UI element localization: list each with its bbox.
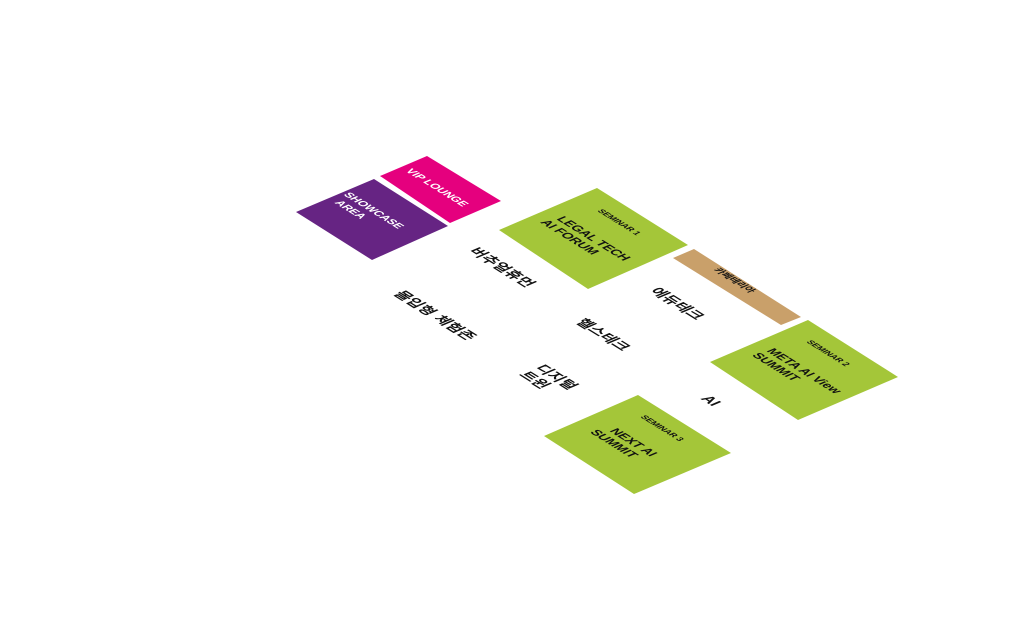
zone-seminar-3-tile <box>544 395 731 494</box>
zone-seminar-2[interactable]: SEMINAR 2 META AI View SUMMIT <box>710 320 898 420</box>
zone-seminar-2-tile <box>710 320 898 420</box>
zone-seminar-3[interactable]: SEMINAR 3 NEXT AI SUMMIT <box>544 395 731 494</box>
zone-vip-tile <box>380 156 501 223</box>
zone-showcase-area[interactable]: SHOWCASE AREA <box>296 179 448 260</box>
zone-seminar-1-tile <box>499 188 688 289</box>
zone-cafeteria-tile <box>673 249 801 325</box>
zone-seminar-1[interactable]: SEMINAR 1 LEGAL TECH AI FORUM <box>499 188 688 289</box>
zone-showcase-tile <box>296 179 448 260</box>
